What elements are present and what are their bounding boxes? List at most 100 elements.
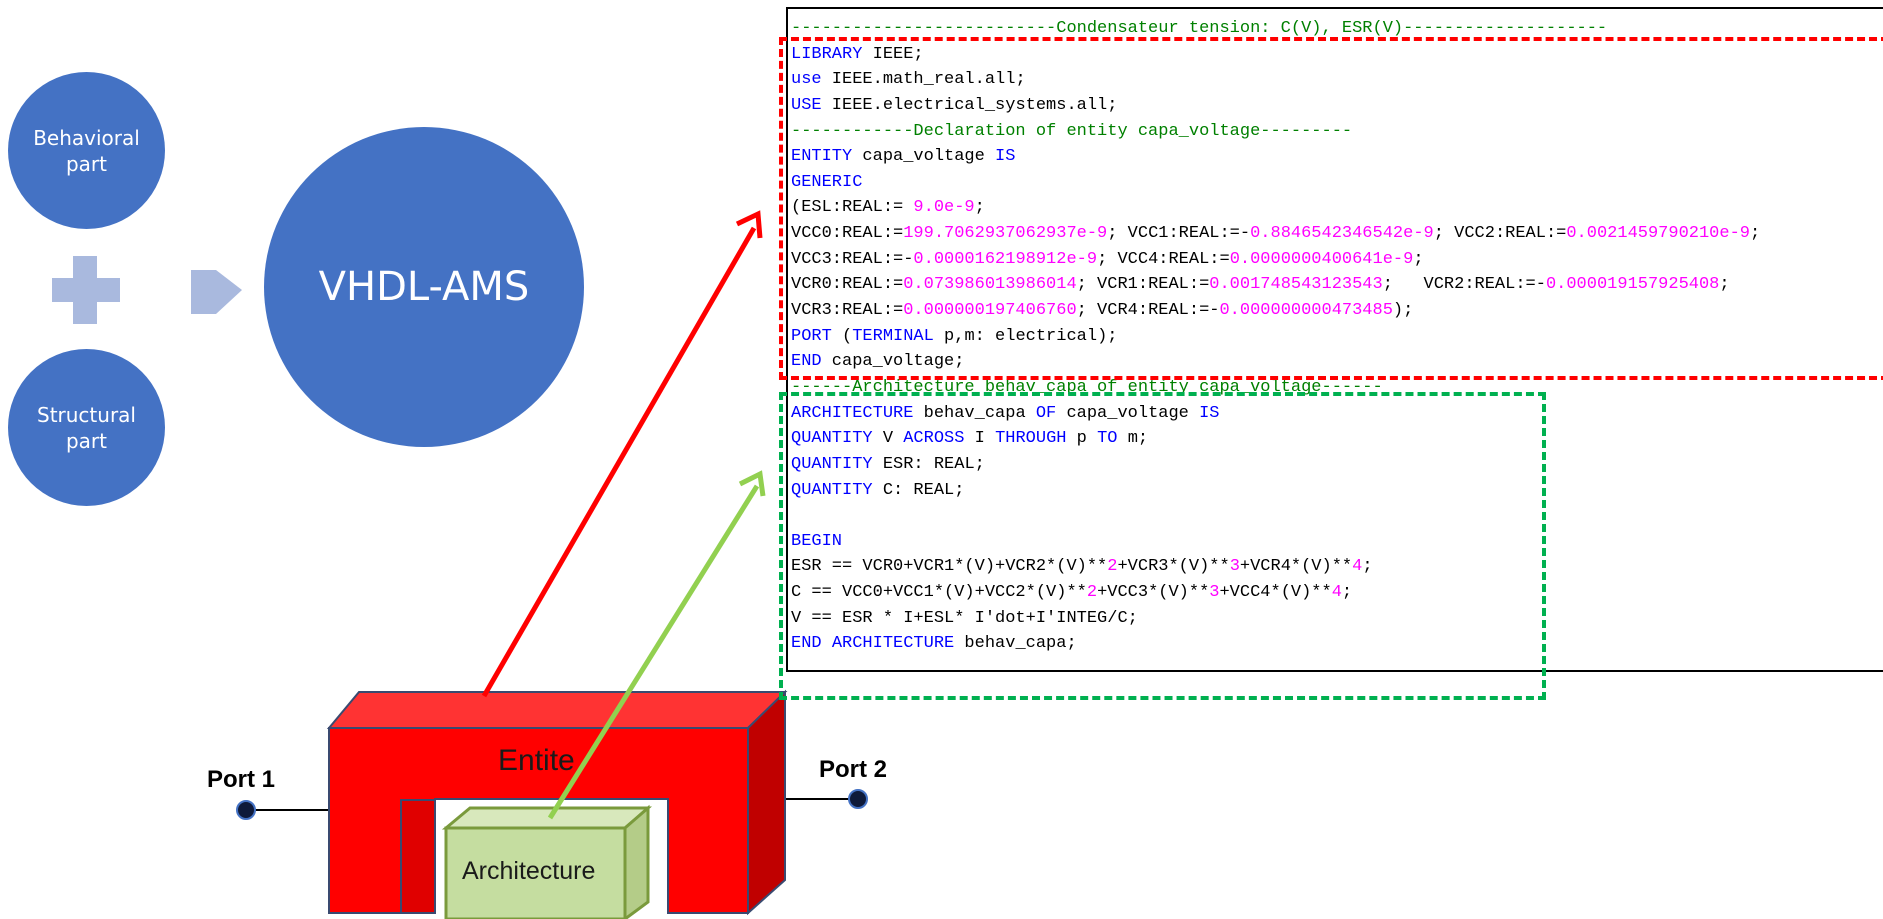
code-token: ( (831, 326, 853, 346)
code-token: TO (1097, 429, 1118, 449)
architecture-code-highlight (779, 392, 1546, 700)
code-token: p,m: electrical); (933, 326, 1118, 346)
architecture-front-face (444, 826, 627, 919)
code-token: 0.0021459790210e-9 (1566, 224, 1750, 244)
code-token: ; (1750, 224, 1761, 244)
code-token: GENERIC (791, 172, 863, 192)
architecture-side-face (623, 804, 650, 919)
entity-side-face (747, 689, 786, 916)
plus-icon-bar (52, 278, 120, 302)
code-token: VCC0:REAL:= (791, 224, 904, 244)
code-token: I (964, 429, 996, 449)
code-token: VCR0:REAL:= (791, 275, 904, 295)
code-token: capa_voltage; (821, 352, 965, 372)
code-line: ESR == VCR0+VCR1*(V)+VCR2*(V)**2+VCR3*(V… (791, 554, 1760, 580)
chevron-arrow-icon (191, 270, 242, 314)
code-token: IEEE; (862, 44, 924, 64)
code-token: 0.001748543123543 (1209, 275, 1383, 295)
port2-terminal (848, 789, 868, 809)
code-token: 199.7062937062937e-9 (903, 224, 1108, 244)
code-token: ENTITY (791, 147, 853, 167)
code-line: (ESL:REAL:= 9.0e-9; (791, 195, 1760, 221)
code-token: +VCC4*(V)** (1219, 583, 1332, 603)
code-token: QUANTITY (791, 429, 873, 449)
code-token: C: REAL; (872, 480, 965, 500)
code-token: +VCR4*(V)** (1239, 557, 1353, 577)
vhdl-ams-circle: VHDL-AMS (264, 127, 584, 447)
code-token: 0.0000000400641e-9 (1229, 249, 1414, 269)
code-line: use IEEE.math_real.all; (791, 67, 1760, 93)
code-token: ACROSS (903, 429, 965, 449)
code-line: END ARCHITECTURE behav_capa; (791, 631, 1760, 657)
code-line: C == VCC0+VCC1*(V)+VCC2*(V)**2+VCC3*(V)*… (791, 580, 1760, 606)
code-token: ESR == VCR0+VCR1*(V)+VCR2*(V)** (791, 557, 1108, 577)
code-token: p (1066, 429, 1098, 449)
code-token: ; VCR4:REAL:=- (1076, 301, 1220, 321)
code-line: PORT (TERMINAL p,m: electrical); (791, 324, 1760, 350)
code-token: use (791, 70, 822, 90)
entity-code-highlight (779, 37, 1883, 380)
code-token: PORT (791, 326, 832, 346)
code-line: VCC0:REAL:=199.7062937062937e-9; VCC1:RE… (791, 221, 1760, 247)
code-token: 0.000019157925408 (1545, 275, 1720, 295)
code-token: QUANTITY (791, 454, 873, 474)
code-token: IS (1199, 403, 1220, 423)
code-token: 4 (1331, 583, 1342, 603)
code-line: ENTITY capa_voltage IS (791, 144, 1760, 170)
code-token: ; (974, 198, 985, 218)
code-token: 2 (1107, 557, 1118, 577)
architecture-label: Architecture (462, 857, 596, 885)
code-token: VCC3:REAL:=- (791, 249, 914, 269)
code-token: ; VCC1:REAL:=- (1107, 224, 1251, 244)
code-token: IEEE.electrical_systems.all; (821, 95, 1118, 115)
code-token: 0.0000162198912e-9 (913, 249, 1098, 269)
code-token: +VCR3*(V)** (1117, 557, 1230, 577)
code-line: ARCHITECTURE behav_capa OF capa_voltage … (791, 401, 1760, 427)
red-arrow-shaft (481, 226, 757, 698)
code-line: LIBRARY IEEE; (791, 42, 1760, 68)
code-token: 4 (1352, 557, 1363, 577)
code-token: --------------------------Condensateur t… (791, 19, 1608, 38)
code-token: 0.000000197406760 (903, 301, 1077, 321)
code-token: ; VCC2:REAL:= (1433, 224, 1567, 244)
port1-label: Port 1 (207, 766, 276, 793)
code-token: ); (1392, 301, 1414, 321)
code-token: 0.8846542346542e-9 (1250, 224, 1434, 244)
code-token: +VCC3*(V)** (1097, 583, 1210, 603)
code-token: 3 (1229, 557, 1240, 577)
vhdl-ams-label: VHDL-AMS (318, 264, 530, 310)
code-token: 0.000000000473485 (1219, 301, 1393, 321)
code-line: QUANTITY ESR: REAL; (791, 452, 1760, 478)
code-token: THROUGH (995, 429, 1067, 449)
code-token: ; VCR1:REAL:= (1076, 275, 1210, 295)
code-token: TERMINAL (852, 326, 934, 346)
code-token: ; VCC4:REAL:= (1097, 249, 1230, 269)
code-token: ; (1413, 249, 1424, 269)
code-token: behav_capa (913, 403, 1036, 423)
code-token: ; (1719, 275, 1730, 295)
code-token: 2 (1086, 583, 1098, 603)
code-token: BEGIN (791, 531, 843, 551)
code-token: ESR: REAL; (872, 454, 985, 474)
port1-terminal (236, 800, 256, 820)
code-line: VCC3:REAL:=-0.0000162198912e-9; VCC4:REA… (791, 247, 1760, 273)
code-token: IEEE.math_real.all; (821, 70, 1026, 90)
code-token: OF (1035, 403, 1057, 423)
code-token: 3 (1209, 583, 1220, 603)
code-token: 9.0e-9 (913, 198, 975, 218)
structural-label-line2: part (65, 428, 107, 453)
code-token: END (791, 634, 822, 654)
port2-label: Port 2 (819, 756, 888, 783)
code-line: QUANTITY C: REAL; (791, 478, 1760, 504)
architecture-top-face (441, 806, 653, 830)
code-line: V == ESR * I+ESL* I'dot+I'INTEG/C; (791, 606, 1760, 632)
red-arrow-head (735, 210, 763, 239)
code-token: C == VCC0+VCC1*(V)+VCC2*(V)** (791, 583, 1087, 603)
code-line: VCR3:REAL:=0.000000197406760; VCR4:REAL:… (791, 298, 1760, 324)
code-line: VCR0:REAL:=0.073986013986014; VCR1:REAL:… (791, 272, 1760, 298)
entity-inner-notch (400, 799, 436, 914)
code-line: BEGIN (791, 529, 1760, 555)
code-line: GENERIC (791, 170, 1760, 196)
structural-label-line1: Structural (37, 402, 136, 427)
